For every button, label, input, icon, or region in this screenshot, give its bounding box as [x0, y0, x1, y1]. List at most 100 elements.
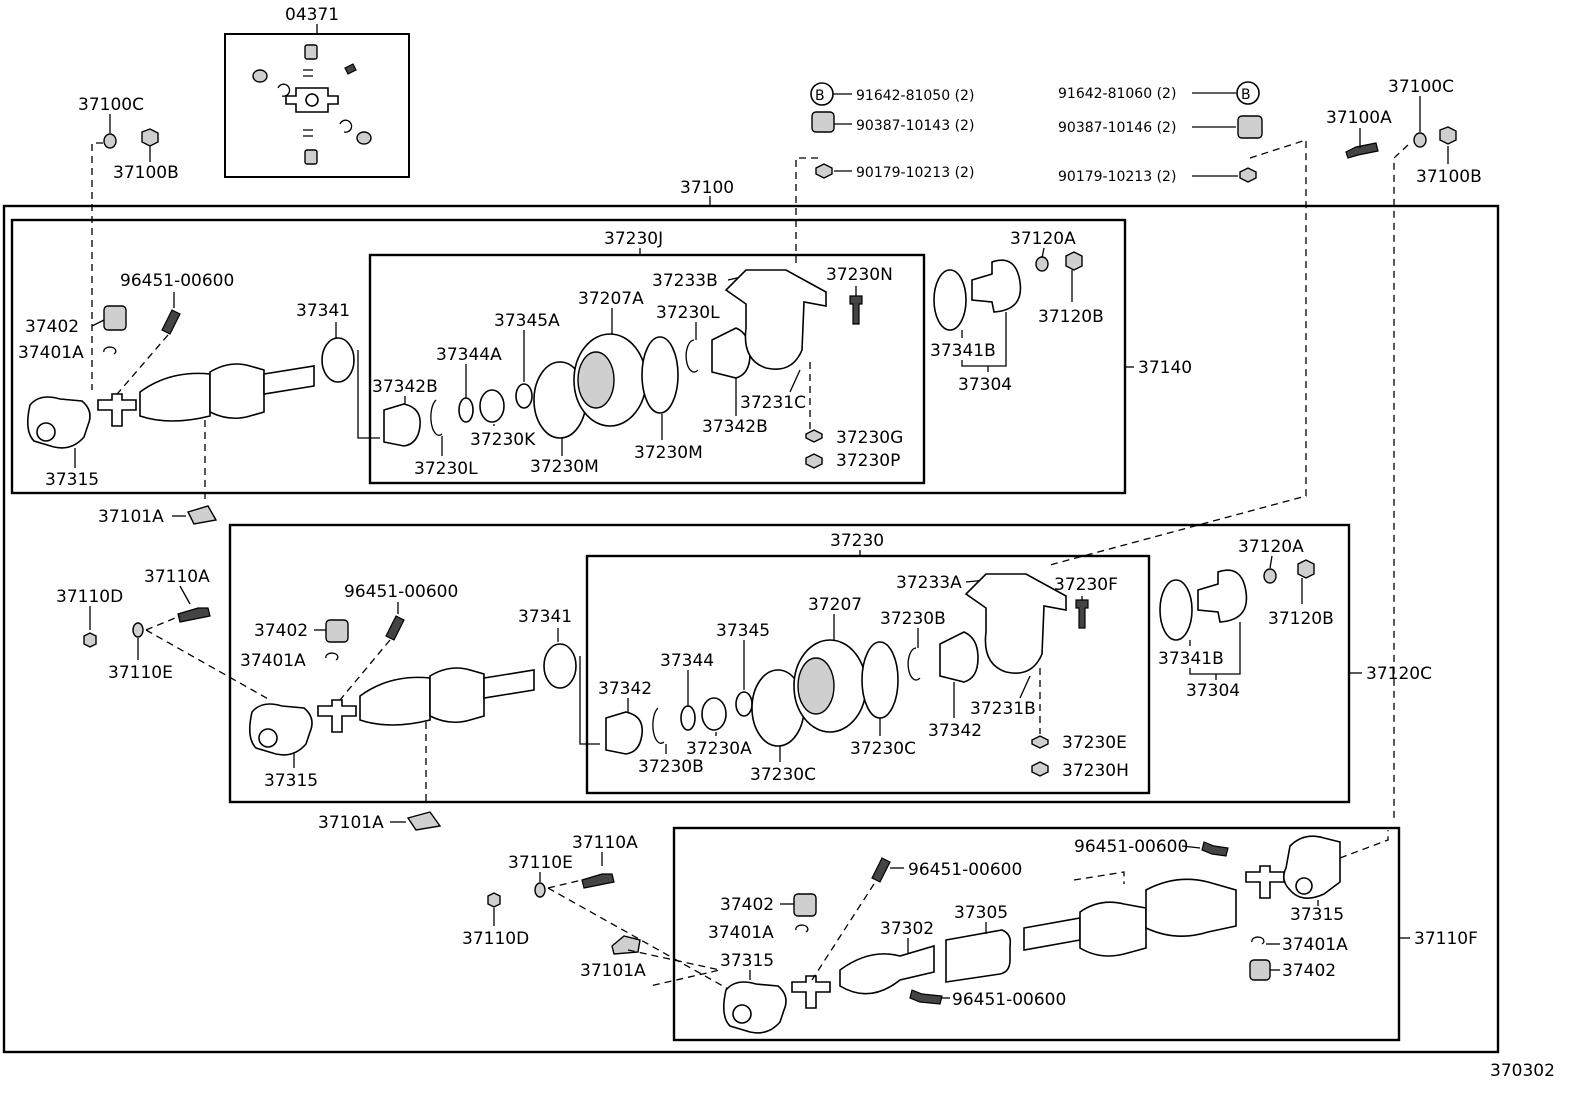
grease-fitting-icon [871, 857, 891, 883]
part-96451-label: 96451-00600 [120, 271, 234, 291]
part-37120b-label-s1: 37120B [1038, 307, 1104, 327]
bracket-plate-icon [187, 505, 218, 525]
part-37230m-label-left: 37230M [530, 457, 599, 477]
part-37230b-label-bottom: 37230B [638, 757, 704, 777]
section-37140-label: 37140 [1138, 358, 1192, 378]
nut-icon [83, 632, 97, 648]
snap-ring-icon [795, 924, 809, 933]
part-37110e-label-s3: 37110E [508, 853, 573, 873]
section-37110f-label: 37110F [1414, 929, 1478, 949]
bearing-bracket-icon [964, 573, 1067, 674]
dashed-guide [91, 142, 103, 390]
diagram-number: 370302 [1490, 1061, 1555, 1081]
slip-yoke-icon [139, 372, 211, 422]
section-37120c-box [228, 523, 1351, 804]
slip-yoke-icon [359, 676, 431, 726]
bearing-cup-icon [793, 893, 817, 917]
cushion-icon [811, 111, 835, 133]
bolt-icon [1345, 142, 1379, 159]
part-37402-label-s2: 37402 [254, 621, 308, 641]
part-37230f-label: 37230F [1054, 575, 1118, 595]
part-96451-label-s3-b: 96451-00600 [952, 990, 1066, 1010]
boot-icon [605, 711, 643, 755]
part-37341-label: 37341 [296, 301, 350, 321]
part-37101a-label-s3: 37101A [580, 961, 646, 981]
subassembly-37230-label: 37230 [830, 531, 884, 551]
part-37230c-label-right: 37230C [850, 739, 916, 759]
part-37402-label-s3-right: 37402 [1282, 961, 1336, 981]
leader [1269, 555, 1273, 569]
cushion-90387-10143-label: 90387-10143 (2) [856, 118, 974, 134]
part-37100a-label-right: 37100A [1326, 108, 1392, 128]
part-37120a-label-s1: 37120A [1010, 229, 1076, 249]
companion-flange-icon [1197, 569, 1248, 623]
nut-icon [1297, 559, 1315, 579]
washer-icon [1035, 256, 1049, 272]
universal-joint-kit-icon [252, 44, 372, 165]
dashed-guide [547, 879, 583, 889]
snap-ring-icon [652, 707, 665, 744]
kit-04371-label: 04371 [285, 5, 339, 25]
part-37110d-label-s2: 37110D [56, 587, 123, 607]
nut-icon [1031, 761, 1049, 777]
part-37341b-label-s1: 37341B [930, 341, 996, 361]
washer-icon [1263, 568, 1277, 584]
part-37345a-label: 37345A [494, 311, 560, 331]
bearing-cup-icon [103, 305, 127, 331]
part-37230m-label-right: 37230M [634, 443, 703, 463]
cushion-90387-10146-label: 90387-10146 (2) [1058, 120, 1176, 136]
nut-icon [141, 128, 159, 147]
bearing-cup-icon [1249, 959, 1271, 981]
leader [961, 312, 1007, 367]
subassembly-37230-box [585, 554, 1151, 795]
spline-shaft-icon [483, 669, 535, 699]
part-37342b-label-left: 37342B [372, 377, 438, 397]
washer-icon [534, 882, 546, 898]
part-37230e-label: 37230E [1062, 733, 1127, 753]
part-37100c-label-right: 37100C [1388, 77, 1454, 97]
washer-icon [458, 397, 474, 423]
part-37401a-label-s3-right: 37401A [1282, 935, 1348, 955]
part-96451-label-s3-a: 96451-00600 [908, 860, 1022, 880]
dashed-guide [1393, 144, 1409, 820]
snap-ring-icon [430, 399, 443, 436]
boot-icon [711, 327, 751, 379]
part-37100c-label-left: 37100C [78, 95, 144, 115]
sleeve-yoke-icon [945, 929, 1012, 983]
part-96451-label-s2: 96451-00600 [344, 582, 458, 602]
part-37120a-label-s2: 37120A [1238, 537, 1304, 557]
boot-icon [383, 403, 421, 447]
bolt-ref-b-left: B [810, 82, 834, 106]
flange-yoke-icon [26, 396, 91, 449]
shaft-tube-icon [429, 667, 485, 724]
part-37231b-label: 37231B [970, 699, 1036, 719]
washer-icon [515, 383, 533, 409]
snap-ring-icon [907, 647, 921, 681]
snap-ring-icon [103, 346, 117, 355]
part-37342-label-right: 37342 [928, 721, 982, 741]
grease-fitting-icon [1201, 841, 1229, 857]
part-37233a-label: 37233A [896, 573, 962, 593]
washer-icon [805, 429, 823, 443]
part-37401a-label-s3-left: 37401A [708, 923, 774, 943]
leader [1189, 622, 1241, 675]
spider-joint-icon [791, 975, 831, 1009]
cushion-icon [1237, 115, 1263, 139]
bearing-bracket-icon [724, 269, 827, 370]
part-37230a-label: 37230A [686, 739, 752, 759]
shaft-tube-icon [1145, 878, 1237, 937]
part-37207a-label: 37207A [578, 289, 644, 309]
companion-flange-icon [971, 259, 1022, 313]
dust-deflector-icon [933, 269, 967, 331]
bolt-91642-81060-label: 91642-81060 (2) [1058, 86, 1176, 102]
leader [179, 585, 191, 605]
nut-90179-10213-label-left: 90179-10213 (2) [856, 165, 974, 181]
dashed-guide [1339, 830, 1389, 859]
leader [789, 369, 801, 393]
spline-shaft-icon [263, 365, 315, 395]
nut-icon [1065, 251, 1083, 271]
part-37345-label: 37345 [716, 621, 770, 641]
washer-icon [132, 622, 144, 638]
part-37230n-label: 37230N [826, 265, 893, 285]
leader [1181, 845, 1201, 849]
